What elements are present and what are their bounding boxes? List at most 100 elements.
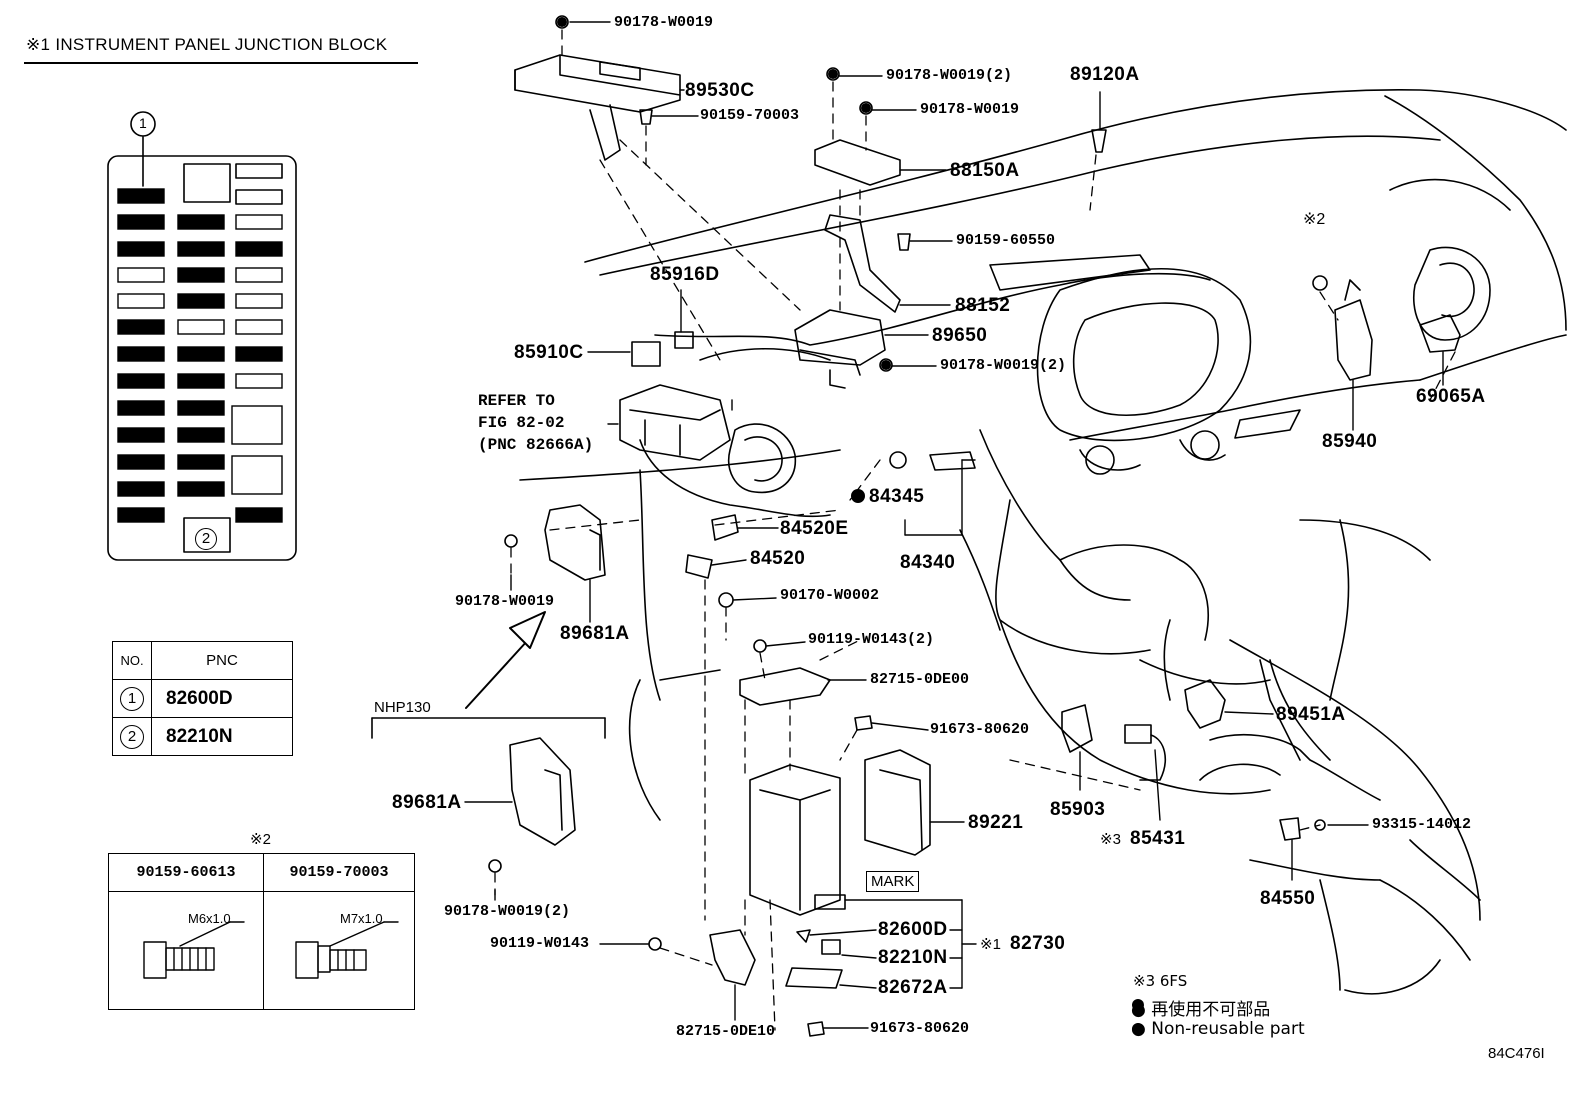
callout-89650: 89650 <box>932 325 988 346</box>
fuse-cells <box>117 188 283 523</box>
legend-line-3: ● Non-reusable part <box>1131 1019 1305 1039</box>
refer-line-1: REFER TO <box>478 392 555 410</box>
part-88150a <box>814 139 901 313</box>
callout-90159-70003: 90159-70003 <box>700 107 800 124</box>
bolt-table-note: ※2 <box>250 831 271 848</box>
part-89650 <box>794 309 886 389</box>
pnc-row-value: 82210N <box>151 717 293 756</box>
callout-90178-w0019-2: 90178-W0019(2) <box>886 67 1013 84</box>
part-89530c <box>514 54 681 161</box>
callout-88152: 88152 <box>955 295 1011 316</box>
note-1: ※1 <box>980 936 1001 953</box>
title-underline <box>24 62 418 64</box>
fasteners <box>488 15 1328 1037</box>
callout-85916d: 85916D <box>650 264 720 285</box>
callout-84520e: 84520E <box>780 518 849 539</box>
non-reusable-dot-icon <box>851 489 865 503</box>
callout-82715-0de00: 82715-0DE00 <box>870 671 970 688</box>
callout-90119-w0143: 90119-W0143 <box>490 935 590 952</box>
callout-69065a: 69065A <box>1416 386 1486 407</box>
callout-90178-w0019-2: 90178-W0019(2) <box>444 903 571 920</box>
callout-89120a: 89120A <box>1070 64 1140 85</box>
callout-90170-w0002: 90170-W0002 <box>780 587 880 604</box>
part-85940 <box>1334 279 1373 381</box>
pnc-table: NO. PNC 1 82600D 2 82210N <box>112 641 293 756</box>
part-89120a <box>1091 129 1107 153</box>
callout-88150a: 88150A <box>950 160 1020 181</box>
bolt-col-2: 90159-70003 <box>263 853 415 892</box>
callout-89530c: 89530C <box>685 80 755 101</box>
callout-91673-80620: 91673-80620 <box>870 1020 970 1037</box>
part-89221 <box>864 749 931 856</box>
callout-82715-0de10: 82715-0DE10 <box>676 1023 776 1040</box>
part-82666a <box>619 384 731 461</box>
legend-line-2: ● 再使用不可部品 <box>1131 1000 1271 1020</box>
part-89451a <box>1184 679 1226 729</box>
part-85910c <box>631 331 694 367</box>
part-82715-0de00 <box>739 667 831 706</box>
callout-93315-14012: 93315-14012 <box>1372 816 1472 833</box>
callout-85431: 85431 <box>1130 828 1186 849</box>
callout-90119-w0143-2: 90119-W0143(2) <box>808 631 935 648</box>
refer-line-3: (PNC 82666A) <box>478 436 594 454</box>
callout-90178-w0019: 90178-W0019 <box>455 593 555 610</box>
pnc-row-no: 2 <box>112 717 152 756</box>
callout-90178-w0019: 90178-W0019 <box>920 101 1020 118</box>
callout-84550: 84550 <box>1260 888 1316 909</box>
part-82730 <box>749 764 846 916</box>
guide-lines <box>494 29 1456 1031</box>
callout-85910c: 85910C <box>514 342 584 363</box>
legend-line-1: ※3 6FS <box>1133 972 1188 990</box>
fuse-marker-1: 1 <box>139 115 147 131</box>
callout-90178-w0019: 90178-W0019 <box>614 14 714 31</box>
nhp-label: NHP130 <box>374 699 431 716</box>
mark-label: MARK <box>866 871 920 892</box>
thread-label-2: M7x1.0 <box>340 911 383 926</box>
note-3: ※3 <box>1100 831 1121 848</box>
figure-id: 84C476I <box>1488 1045 1545 1062</box>
part-89681a <box>519 449 841 581</box>
part-85431 <box>1124 724 1167 781</box>
part-84520 <box>685 514 739 579</box>
callout-84340: 84340 <box>900 552 956 573</box>
part-82210n <box>785 929 843 989</box>
part-82715-0de10 <box>709 929 756 986</box>
callout-85903: 85903 <box>1050 799 1106 820</box>
callout-89221: 89221 <box>968 812 1024 833</box>
part-85903 <box>1061 704 1093 753</box>
fuse-box-outline <box>107 111 297 561</box>
callout-82210n: 82210N <box>878 947 948 968</box>
dashboard-outline <box>584 89 1567 995</box>
callout-84345: 84345 <box>869 486 925 507</box>
callout-89451a: 89451A <box>1276 704 1346 725</box>
callout-85940: 85940 <box>1322 431 1378 452</box>
callout-90178-w0019-2: 90178-W0019(2) <box>940 357 1067 374</box>
callout-89681a: 89681A <box>560 623 630 644</box>
part-84550 <box>1279 817 1301 841</box>
callout-82672a: 82672A <box>878 977 948 998</box>
note-2: ※2 <box>1303 211 1326 228</box>
refer-line-2: FIG 82-02 <box>478 414 565 432</box>
pnc-row-no: 1 <box>112 679 152 718</box>
thread-label-1: M6x1.0 <box>188 911 231 926</box>
arrow <box>465 611 546 709</box>
callout-82600d: 82600D <box>878 919 948 940</box>
part-69065a <box>1419 314 1461 353</box>
fuse-marker-2: 2 <box>195 528 217 550</box>
page-title: ※1 INSTRUMENT PANEL JUNCTION BLOCK <box>26 35 388 54</box>
bolt-table: 90159-60613 90159-70003 <box>108 853 415 1010</box>
pnc-row-value: 82600D <box>151 679 293 718</box>
pnc-header-no: NO. <box>112 641 152 680</box>
callout-89681a: 89681A <box>392 792 462 813</box>
part-89681a-nhp <box>509 737 576 846</box>
pnc-header-pnc: PNC <box>151 641 293 680</box>
callout-84520: 84520 <box>750 548 806 569</box>
callout-91673-80620: 91673-80620 <box>930 721 1030 738</box>
callout-90159-60550: 90159-60550 <box>956 232 1056 249</box>
bolt-col-1: 90159-60613 <box>108 853 264 892</box>
leader-lines <box>464 21 1444 1029</box>
callout-82730: 82730 <box>1010 933 1066 954</box>
part-84340 <box>889 451 976 471</box>
